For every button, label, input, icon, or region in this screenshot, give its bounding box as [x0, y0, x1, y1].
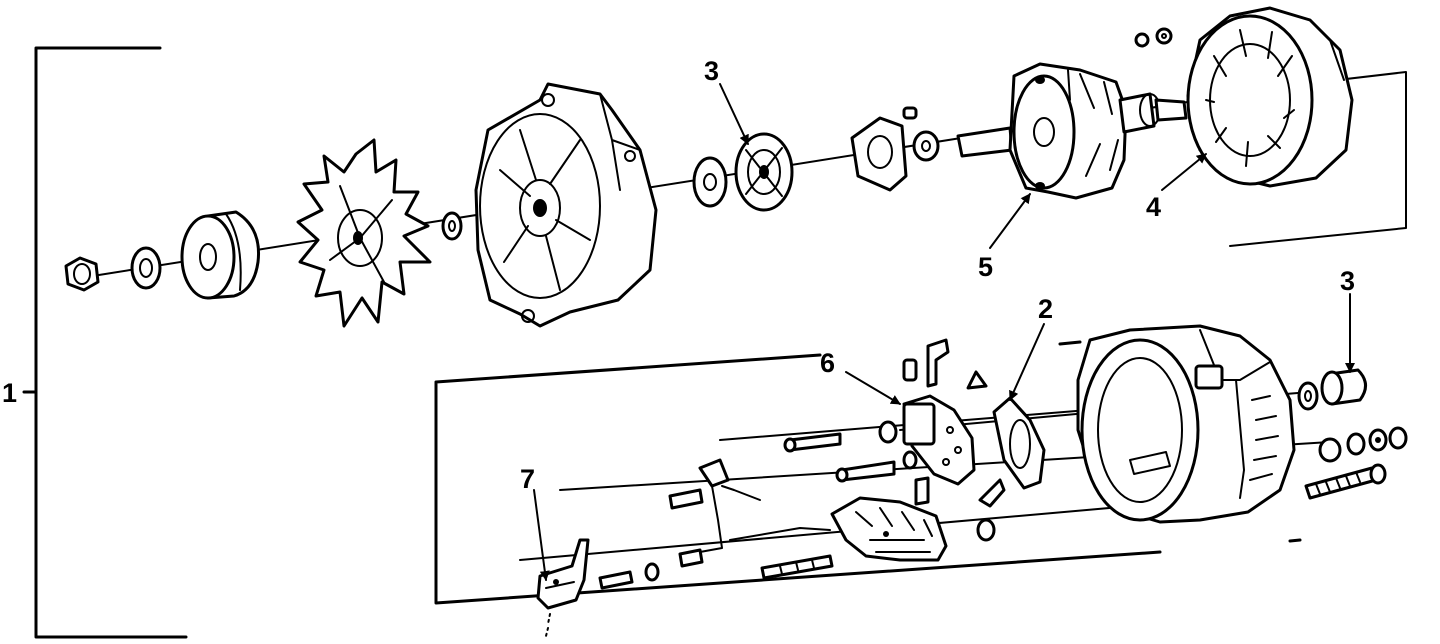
- front-bearing: [734, 132, 794, 212]
- bracket-clip: [914, 476, 930, 506]
- small-nuts: [1134, 27, 1173, 48]
- pulley: [180, 210, 261, 300]
- insulator: [992, 396, 1046, 490]
- washer: [130, 246, 162, 290]
- brush-clip: [902, 338, 950, 388]
- callout-5: 5: [978, 252, 993, 282]
- leader-arrows: [533, 83, 1355, 581]
- triangle-clip: [966, 370, 988, 390]
- terminal-screws: [783, 420, 918, 483]
- terminal-bracket: [536, 538, 590, 637]
- brush-holder: [902, 394, 976, 486]
- small-screw: [902, 106, 918, 120]
- callout-3-top: 3: [704, 56, 719, 86]
- diode-trio: [668, 458, 831, 553]
- callout-3-right: 3: [1340, 266, 1355, 296]
- rectifier: [830, 496, 948, 562]
- bearing-plate: [850, 116, 908, 192]
- callout-4: 4: [1146, 192, 1161, 222]
- stator: [1186, 6, 1354, 188]
- lower-bolts: [598, 548, 834, 590]
- callout-6: 6: [820, 348, 835, 378]
- through-bolt: [1304, 463, 1387, 500]
- callout-7: 7: [520, 464, 535, 494]
- rear-washer: [1297, 381, 1319, 411]
- terminal-nuts: [1318, 426, 1408, 463]
- assembly-bracket: [22, 46, 188, 639]
- lead-clip: [978, 478, 1006, 508]
- bearing-retainer: [692, 156, 728, 208]
- drive-end-housing: [474, 82, 658, 328]
- lower-panel-frame: [434, 340, 1302, 605]
- rotor: [956, 62, 1188, 200]
- callout-1: 1: [2, 378, 17, 408]
- collar: [912, 130, 940, 162]
- rectifier-nut: [976, 518, 996, 542]
- callout-2: 2: [1038, 294, 1053, 324]
- fan: [296, 138, 432, 328]
- hex-nut: [64, 256, 100, 292]
- rear-housing: [1076, 324, 1296, 524]
- rear-bearing: [1320, 368, 1367, 406]
- spacer: [441, 211, 463, 241]
